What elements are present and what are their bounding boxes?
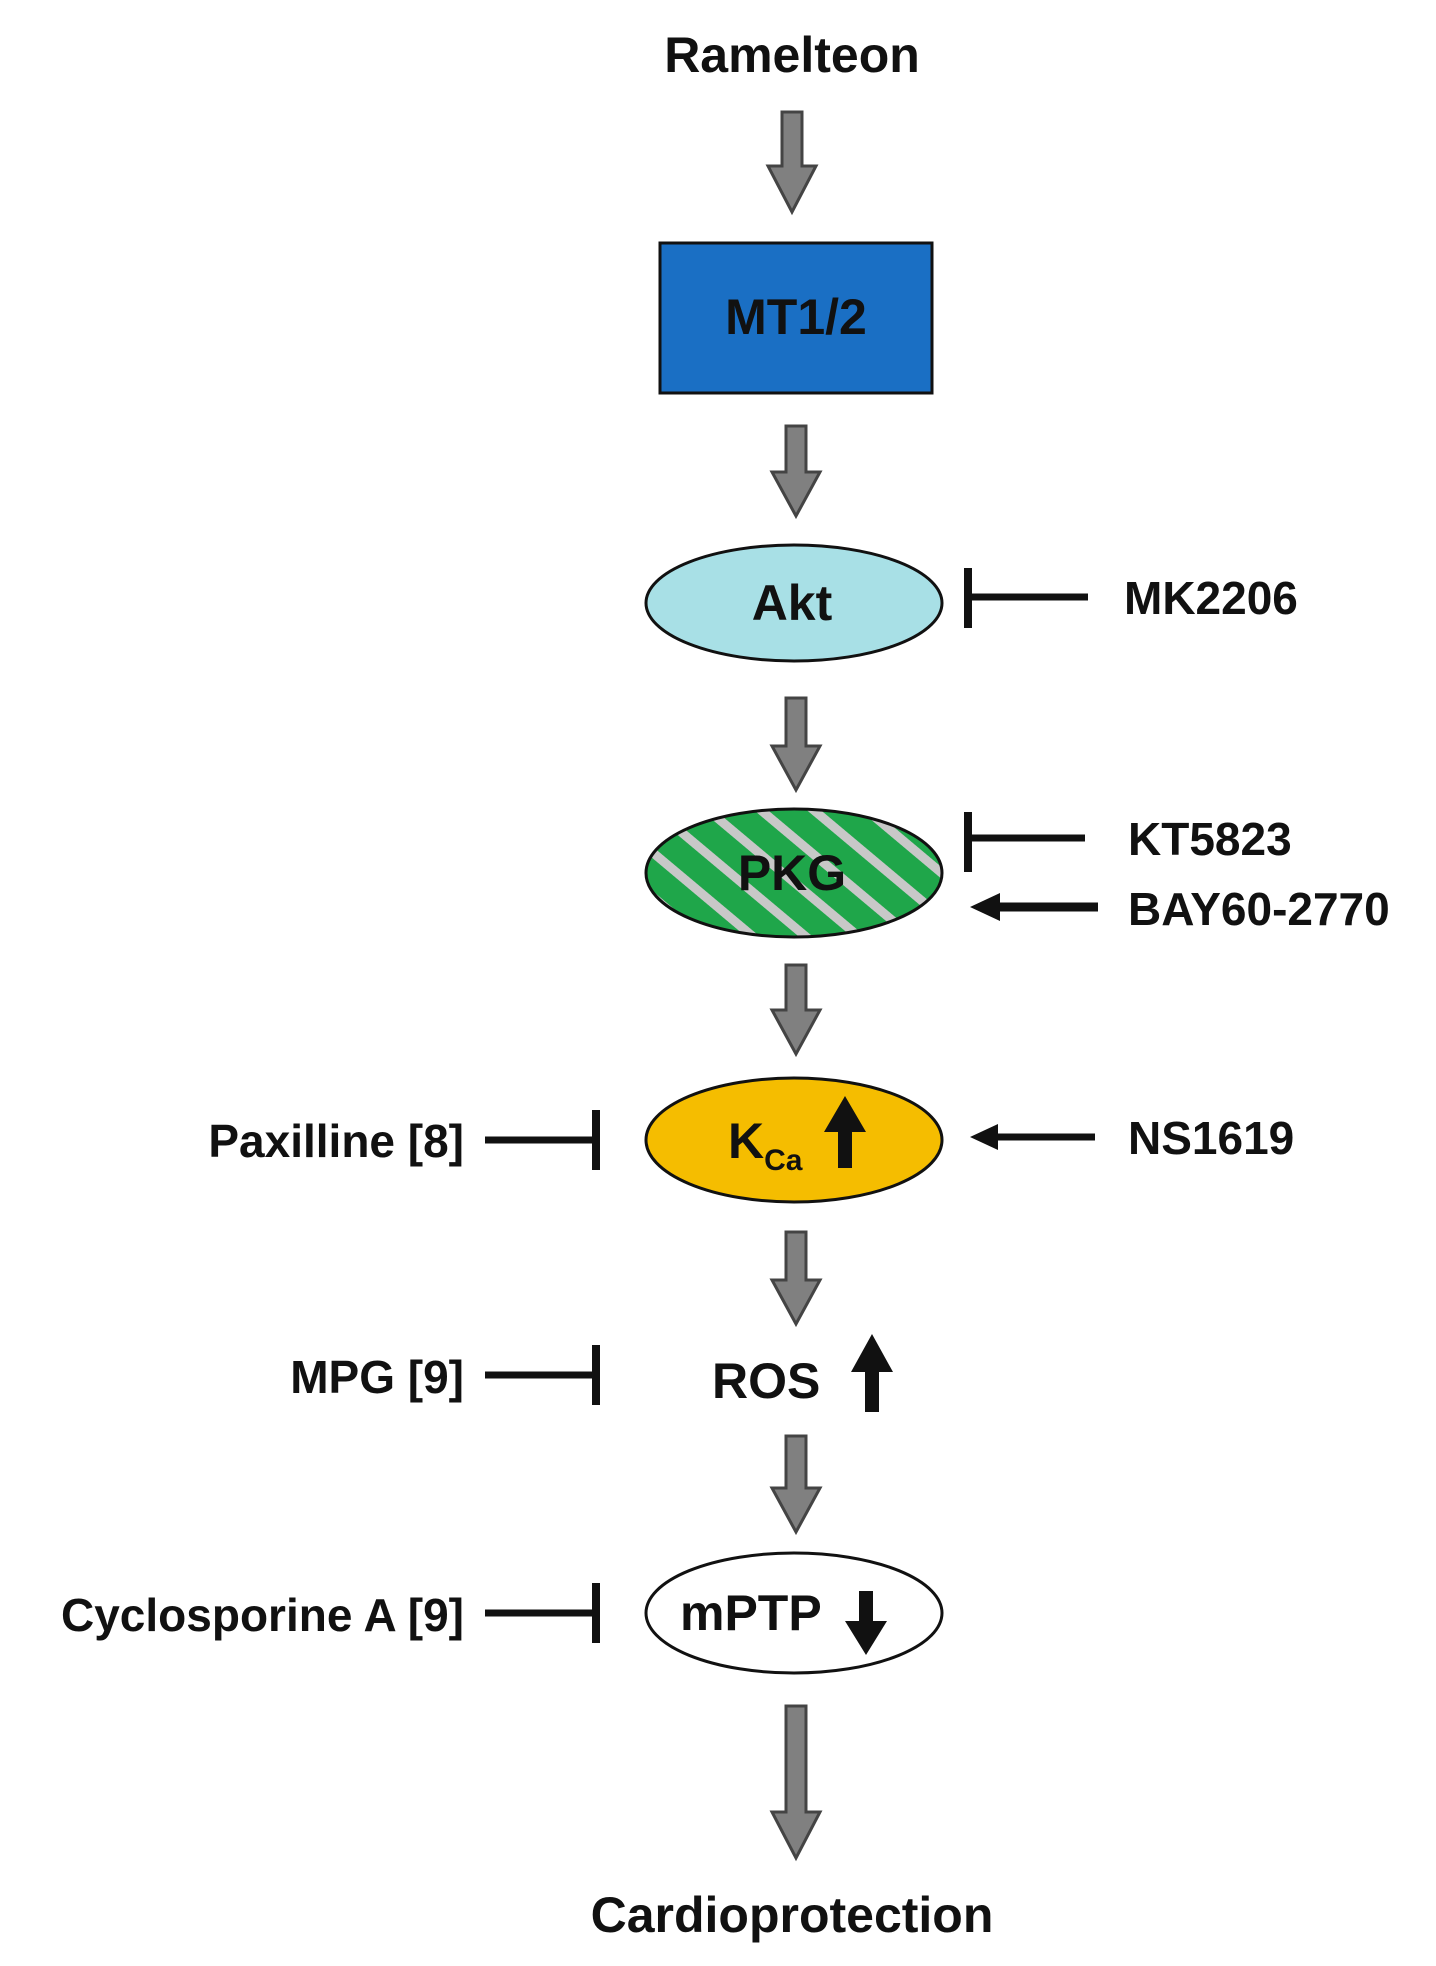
paxilline-label: Paxilline [8] <box>208 1115 464 1167</box>
akt-label: Akt <box>752 575 833 631</box>
up-arrow-icon <box>824 1096 866 1168</box>
bay60-2770-label: BAY60-2770 <box>1128 883 1390 935</box>
pkg-label: PKG <box>738 845 846 901</box>
kt5823-label: KT5823 <box>1128 813 1292 865</box>
ramelteon-label: Ramelteon <box>664 27 920 83</box>
kca-label: KCa <box>728 1113 803 1177</box>
down-arrow-icon <box>769 963 823 1058</box>
down-arrow-icon <box>769 1434 823 1536</box>
ros-label: ROS <box>712 1353 820 1409</box>
mt12-receptor-box <box>658 241 934 395</box>
up-arrow-icon <box>851 1334 893 1412</box>
arrow-head-left-icon <box>970 893 1000 921</box>
cardioprotection-label: Cardioprotection <box>591 1887 994 1943</box>
mpg-label: MPG [9] <box>290 1351 464 1403</box>
cyclosporine-a-label: Cyclosporine A [9] <box>61 1589 464 1641</box>
akt-node <box>644 543 944 663</box>
kca-node <box>644 1076 944 1204</box>
down-arrow-icon <box>769 424 823 520</box>
mk2206-label: MK2206 <box>1124 572 1298 624</box>
pkg-node <box>644 807 944 939</box>
ns1619-label: NS1619 <box>1128 1112 1294 1164</box>
arrow-head-left-icon <box>970 1124 998 1150</box>
kca-subscript: Ca <box>764 1144 803 1177</box>
down-arrow-icon <box>769 1704 823 1862</box>
mt12-label: MT1/2 <box>725 289 867 345</box>
down-small-arrow-icon <box>845 1591 887 1655</box>
down-arrow-icon <box>769 696 823 794</box>
mptp-label: mPTP <box>680 1585 822 1641</box>
down-arrow-icon <box>769 1230 823 1328</box>
down-arrow-icon <box>765 110 819 216</box>
kca-main-label: K <box>728 1113 764 1169</box>
